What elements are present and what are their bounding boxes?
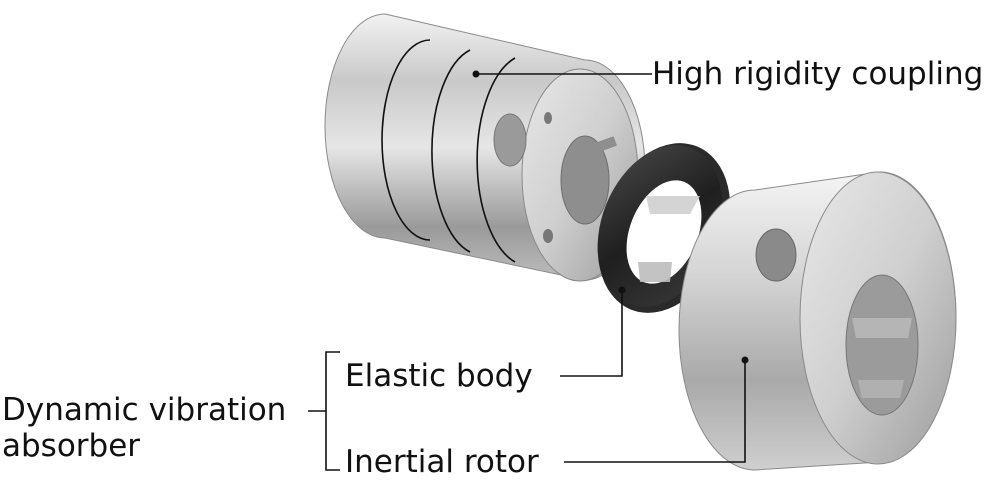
leader-lines (308, 70, 749, 471)
label-high-rigidity-coupling: High rigidity coupling (652, 56, 983, 92)
label-elastic-body: Elastic body (345, 358, 533, 394)
label-dynamic-vibration: Dynamic vibration (2, 392, 286, 428)
label-inertial-rotor: Inertial rotor (345, 444, 539, 480)
label-absorber: absorber (2, 428, 140, 464)
inertial-rotor (678, 171, 957, 471)
high-rigidity-coupling (324, 13, 646, 282)
